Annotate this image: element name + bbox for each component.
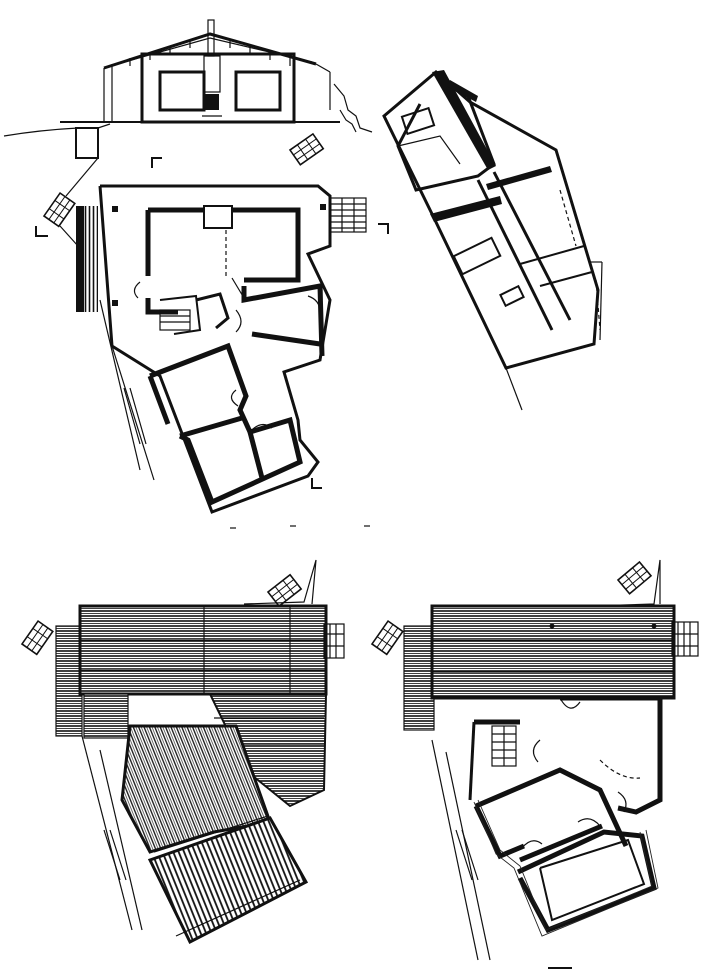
- divider-marks: [230, 525, 370, 529]
- section-elevation: [3, 19, 373, 159]
- side-section: [382, 70, 603, 411]
- roof-plan: [21, 559, 345, 945]
- ground-floor-plan: [35, 133, 389, 514]
- upper-floor-plan: [371, 559, 699, 969]
